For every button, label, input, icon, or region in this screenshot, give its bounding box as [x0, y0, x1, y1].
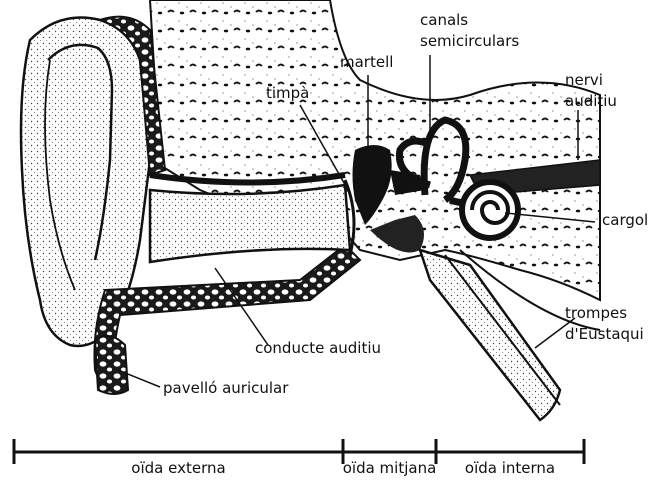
section-label-mitjana: oïda mitjana	[332, 459, 447, 477]
label-timpa: timpà	[266, 85, 309, 102]
label-nervi-line2: auditiu	[565, 93, 617, 110]
label-canals-line1: canals	[420, 12, 468, 29]
label-conducte: conducte auditiu	[255, 340, 381, 357]
label-trompes-line1: trompes	[565, 305, 627, 322]
cochlea	[462, 182, 518, 238]
label-nervi-line1: nervi	[565, 72, 603, 89]
label-martell: martell	[340, 54, 393, 71]
section-label-externa: oïda externa	[14, 459, 343, 477]
label-pavello: pavelló auricular	[163, 380, 288, 397]
label-trompes-line2: d'Eustaqui	[565, 326, 644, 343]
section-label-interna: oïda interna	[436, 459, 584, 477]
label-canals-line2: semicirculars	[420, 33, 519, 50]
label-cargol: cargol	[602, 212, 648, 229]
